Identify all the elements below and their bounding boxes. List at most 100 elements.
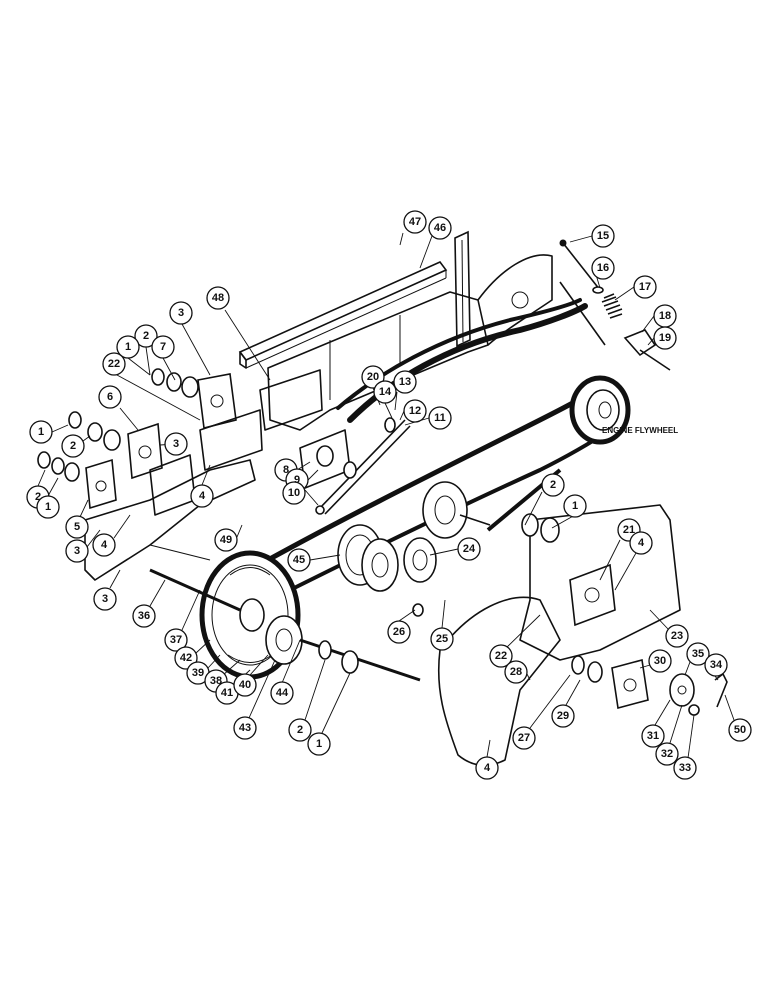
svg-text:43: 43 bbox=[239, 722, 251, 734]
lower-shroud bbox=[437, 596, 561, 767]
svg-text:46: 46 bbox=[434, 222, 446, 234]
callout: 28 bbox=[504, 660, 531, 684]
svg-text:50: 50 bbox=[734, 724, 746, 736]
callout: 49 bbox=[214, 524, 243, 552]
callout: 50 bbox=[724, 694, 752, 742]
callout: 12 bbox=[399, 399, 427, 423]
svg-text:4: 4 bbox=[484, 762, 491, 774]
svg-text:1: 1 bbox=[125, 341, 131, 353]
svg-text:27: 27 bbox=[518, 732, 530, 744]
callout: 29 bbox=[551, 679, 581, 728]
callout: 4 bbox=[614, 531, 653, 591]
callout: 23 bbox=[649, 609, 689, 648]
callout: 22 bbox=[102, 352, 201, 421]
svg-text:2: 2 bbox=[70, 440, 76, 452]
callout: 27 bbox=[512, 674, 571, 750]
svg-text:33: 33 bbox=[679, 762, 691, 774]
svg-text:40: 40 bbox=[239, 679, 251, 691]
svg-text:4: 4 bbox=[101, 539, 108, 551]
svg-text:38: 38 bbox=[210, 675, 222, 687]
callout: 16 bbox=[591, 256, 615, 289]
callout: 2 bbox=[524, 473, 565, 526]
callout: 1 bbox=[29, 420, 69, 444]
callout: 1 bbox=[116, 335, 151, 376]
callout: 6 bbox=[98, 385, 139, 431]
idler-arm-assembly bbox=[299, 417, 411, 515]
callout: 15 bbox=[569, 224, 615, 248]
svg-text:28: 28 bbox=[510, 666, 522, 678]
svg-text:9: 9 bbox=[294, 474, 300, 486]
svg-text:12: 12 bbox=[409, 405, 421, 417]
callouts: 47 46 15 16 17 18 19 48 3 2 7 1 22 20 13… bbox=[26, 210, 752, 780]
callout: 17 bbox=[614, 275, 657, 301]
left-frame-plates bbox=[84, 369, 323, 581]
callout: 44 bbox=[270, 639, 301, 705]
svg-text:17: 17 bbox=[639, 281, 651, 293]
svg-text:2: 2 bbox=[550, 479, 556, 491]
svg-text:47: 47 bbox=[409, 216, 421, 228]
callout: 46 bbox=[419, 216, 452, 269]
callout: 30 bbox=[639, 649, 672, 673]
callout: 33 bbox=[673, 714, 697, 780]
svg-text:23: 23 bbox=[671, 630, 683, 642]
svg-text:2: 2 bbox=[35, 491, 41, 503]
callout: 3 bbox=[159, 432, 188, 456]
svg-text:2: 2 bbox=[143, 330, 149, 342]
svg-text:44: 44 bbox=[276, 687, 289, 699]
callout: 2 bbox=[134, 324, 158, 376]
engine-flywheel bbox=[569, 375, 631, 445]
callout: 11 bbox=[404, 406, 452, 430]
svg-text:4: 4 bbox=[199, 490, 206, 502]
callout: 10 bbox=[282, 481, 319, 506]
svg-text:3: 3 bbox=[74, 545, 80, 557]
svg-text:1: 1 bbox=[572, 500, 578, 512]
svg-text:13: 13 bbox=[399, 376, 411, 388]
svg-text:3: 3 bbox=[178, 307, 184, 319]
callout: 2 bbox=[288, 659, 326, 742]
svg-text:7: 7 bbox=[160, 341, 166, 353]
callout: 4 bbox=[92, 514, 131, 557]
callout: 48 bbox=[206, 286, 271, 381]
engine-flywheel-label: ENGINE FLYWHEEL bbox=[602, 426, 678, 435]
svg-text:1: 1 bbox=[38, 426, 44, 438]
callout: 7 bbox=[151, 335, 176, 381]
callout: 1 bbox=[307, 672, 351, 756]
svg-text:20: 20 bbox=[367, 371, 379, 383]
svg-text:3: 3 bbox=[102, 593, 108, 605]
callout: 26 bbox=[387, 609, 416, 644]
parts-artwork: ENGINE FLYWHEEL bbox=[37, 230, 728, 767]
callout: 1 bbox=[36, 477, 60, 519]
callout: 24 bbox=[429, 537, 481, 561]
svg-text:29: 29 bbox=[557, 710, 569, 722]
svg-text:22: 22 bbox=[495, 650, 507, 662]
svg-text:14: 14 bbox=[379, 386, 392, 398]
callout: 4 bbox=[475, 739, 499, 780]
svg-text:41: 41 bbox=[221, 687, 233, 699]
callout: 32 bbox=[655, 704, 683, 766]
svg-text:1: 1 bbox=[45, 501, 51, 513]
svg-text:35: 35 bbox=[692, 648, 704, 660]
callout: 18 bbox=[641, 304, 677, 333]
svg-text:10: 10 bbox=[288, 487, 300, 499]
left-bearing-groups bbox=[37, 368, 237, 510]
svg-text:8: 8 bbox=[283, 464, 289, 476]
svg-text:19: 19 bbox=[659, 332, 671, 344]
callout: 19 bbox=[647, 326, 677, 350]
svg-text:39: 39 bbox=[192, 667, 204, 679]
svg-text:31: 31 bbox=[647, 730, 659, 742]
spring-lever-assembly bbox=[559, 239, 671, 371]
svg-text:15: 15 bbox=[597, 230, 609, 242]
svg-text:42: 42 bbox=[180, 652, 192, 664]
svg-text:18: 18 bbox=[659, 310, 671, 322]
callout: 5 bbox=[65, 499, 89, 539]
callout: 13 bbox=[393, 370, 417, 411]
callout: 43 bbox=[233, 659, 276, 740]
svg-text:16: 16 bbox=[597, 262, 609, 274]
right-side-plate bbox=[519, 504, 681, 661]
svg-text:2: 2 bbox=[297, 724, 303, 736]
callout: 36 bbox=[132, 579, 166, 628]
svg-text:45: 45 bbox=[293, 554, 305, 566]
callout: 40 bbox=[233, 654, 269, 697]
lower-right-drive bbox=[299, 638, 728, 716]
